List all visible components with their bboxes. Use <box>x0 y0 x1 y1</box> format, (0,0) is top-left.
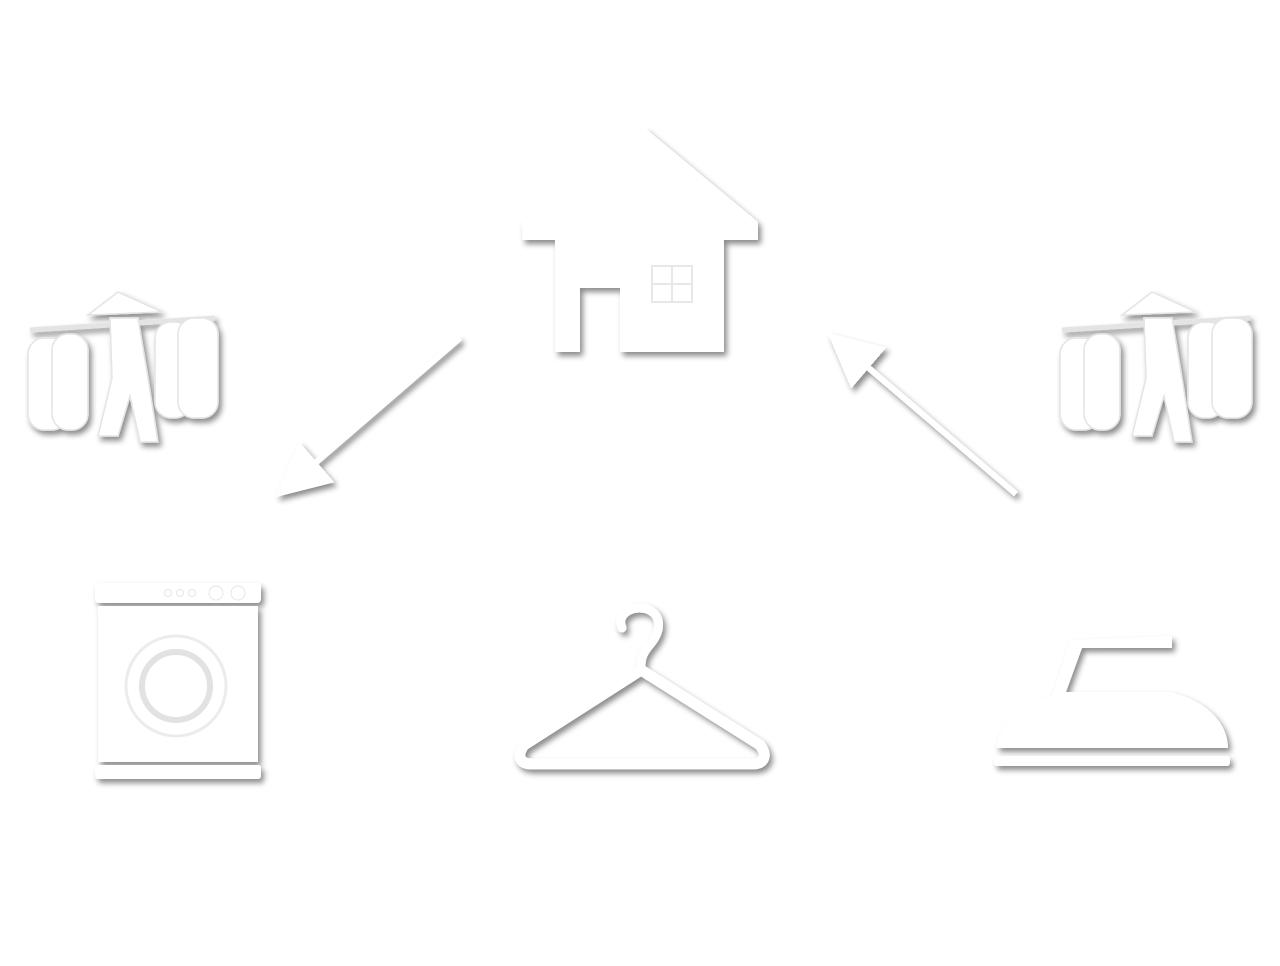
laundry-carrier-icon <box>27 291 219 443</box>
arrow-house-to-washer <box>275 335 462 498</box>
arrow-iron-to-house <box>827 332 1018 497</box>
iron-icon <box>994 636 1230 766</box>
laundry-carrier-icon <box>1059 291 1253 443</box>
house-icon <box>522 128 758 352</box>
clothes-hanger-icon <box>514 603 770 770</box>
washing-machine-icon <box>95 583 261 779</box>
